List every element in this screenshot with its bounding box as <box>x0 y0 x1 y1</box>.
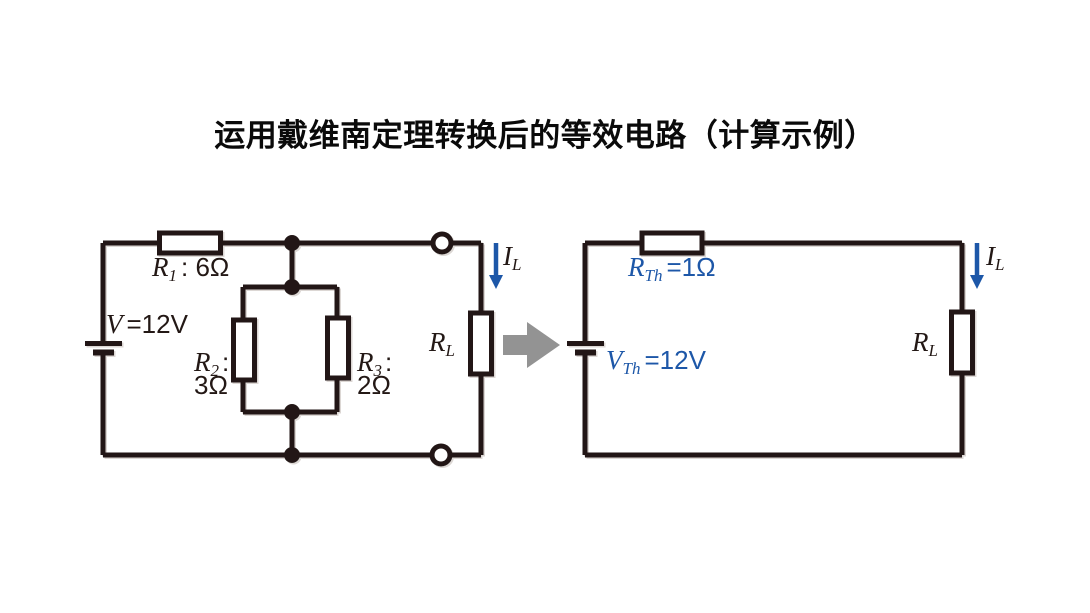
load-subscript: L <box>445 340 455 360</box>
vth-value: =12V <box>644 345 706 375</box>
current-subscript: L <box>512 254 522 274</box>
resistor-r2-icon <box>231 317 257 383</box>
r2-subscript: 2 <box>210 360 220 380</box>
right-circuit <box>567 230 975 458</box>
r1-symbol: R <box>152 252 169 282</box>
junction-dot-icon <box>284 404 300 420</box>
load-label-right: RL <box>912 329 938 359</box>
vth-symbol: V <box>606 345 623 375</box>
current-subscript: L <box>995 254 1005 274</box>
load-symbol: R <box>429 327 446 357</box>
open-terminal-icon <box>429 443 453 467</box>
r2-colon: : <box>222 347 230 377</box>
current-symbol: I <box>503 241 512 271</box>
battery-cell-icon <box>85 341 122 356</box>
current-down-arrow-icon <box>489 243 503 289</box>
junction-dot-icon <box>284 447 300 463</box>
resistor-r1-icon <box>157 230 223 256</box>
transform-right-arrow-icon <box>503 322 560 368</box>
vth-subscript: Th <box>622 358 641 378</box>
rth-symbol: R <box>628 252 645 282</box>
r1-value: : 6Ω <box>181 252 230 282</box>
junction-dot-icon <box>284 279 300 295</box>
battery-cell-icon <box>567 341 604 356</box>
r2-value: 3Ω <box>194 370 228 400</box>
load-symbol: R <box>912 327 929 357</box>
rth-subscript: Th <box>644 265 663 285</box>
r1-label: R1: 6Ω <box>152 254 229 284</box>
current-label-left: IL <box>503 243 521 273</box>
current-down-arrow-icon <box>970 243 984 289</box>
voltage-source-label: V=12V <box>106 311 188 338</box>
r3-label: R3: 2Ω <box>357 349 392 400</box>
vth-label: VTh=12V <box>606 347 706 377</box>
figure-title: 运用戴维南定理转换后的等效电路（计算示例） <box>214 118 876 153</box>
voltage-value: =12V <box>126 309 188 339</box>
r2-label-line1: R2: <box>194 349 229 379</box>
junction-dot-icon <box>284 235 300 251</box>
r2-label: R2: 3Ω <box>194 349 229 400</box>
r3-value: 2Ω <box>357 370 391 400</box>
rth-value: =1Ω <box>666 252 716 282</box>
current-symbol: I <box>986 241 995 271</box>
current-arrow-head <box>970 275 984 289</box>
resistor-r3-icon <box>325 315 351 381</box>
r2-symbol: R <box>194 347 211 377</box>
voltage-symbol: V <box>106 309 123 339</box>
r3-symbol: R <box>357 347 374 377</box>
resistor-rl-right-icon <box>949 309 975 376</box>
r1-subscript: 1 <box>168 265 178 285</box>
load-subscript: L <box>928 340 938 360</box>
load-label-left: RL <box>429 329 455 359</box>
current-arrow-head <box>489 275 503 289</box>
r3-label-line1: R3: <box>357 349 392 379</box>
r3-subscript: 3 <box>373 360 383 380</box>
left-circuit <box>85 230 494 467</box>
resistor-rth-icon <box>639 230 705 256</box>
current-label-right: IL <box>986 243 1004 273</box>
resistor-rl-left-icon <box>468 310 494 377</box>
rth-label: RTh=1Ω <box>628 254 716 284</box>
r3-colon: : <box>385 347 393 377</box>
open-terminal-icon <box>430 231 454 255</box>
